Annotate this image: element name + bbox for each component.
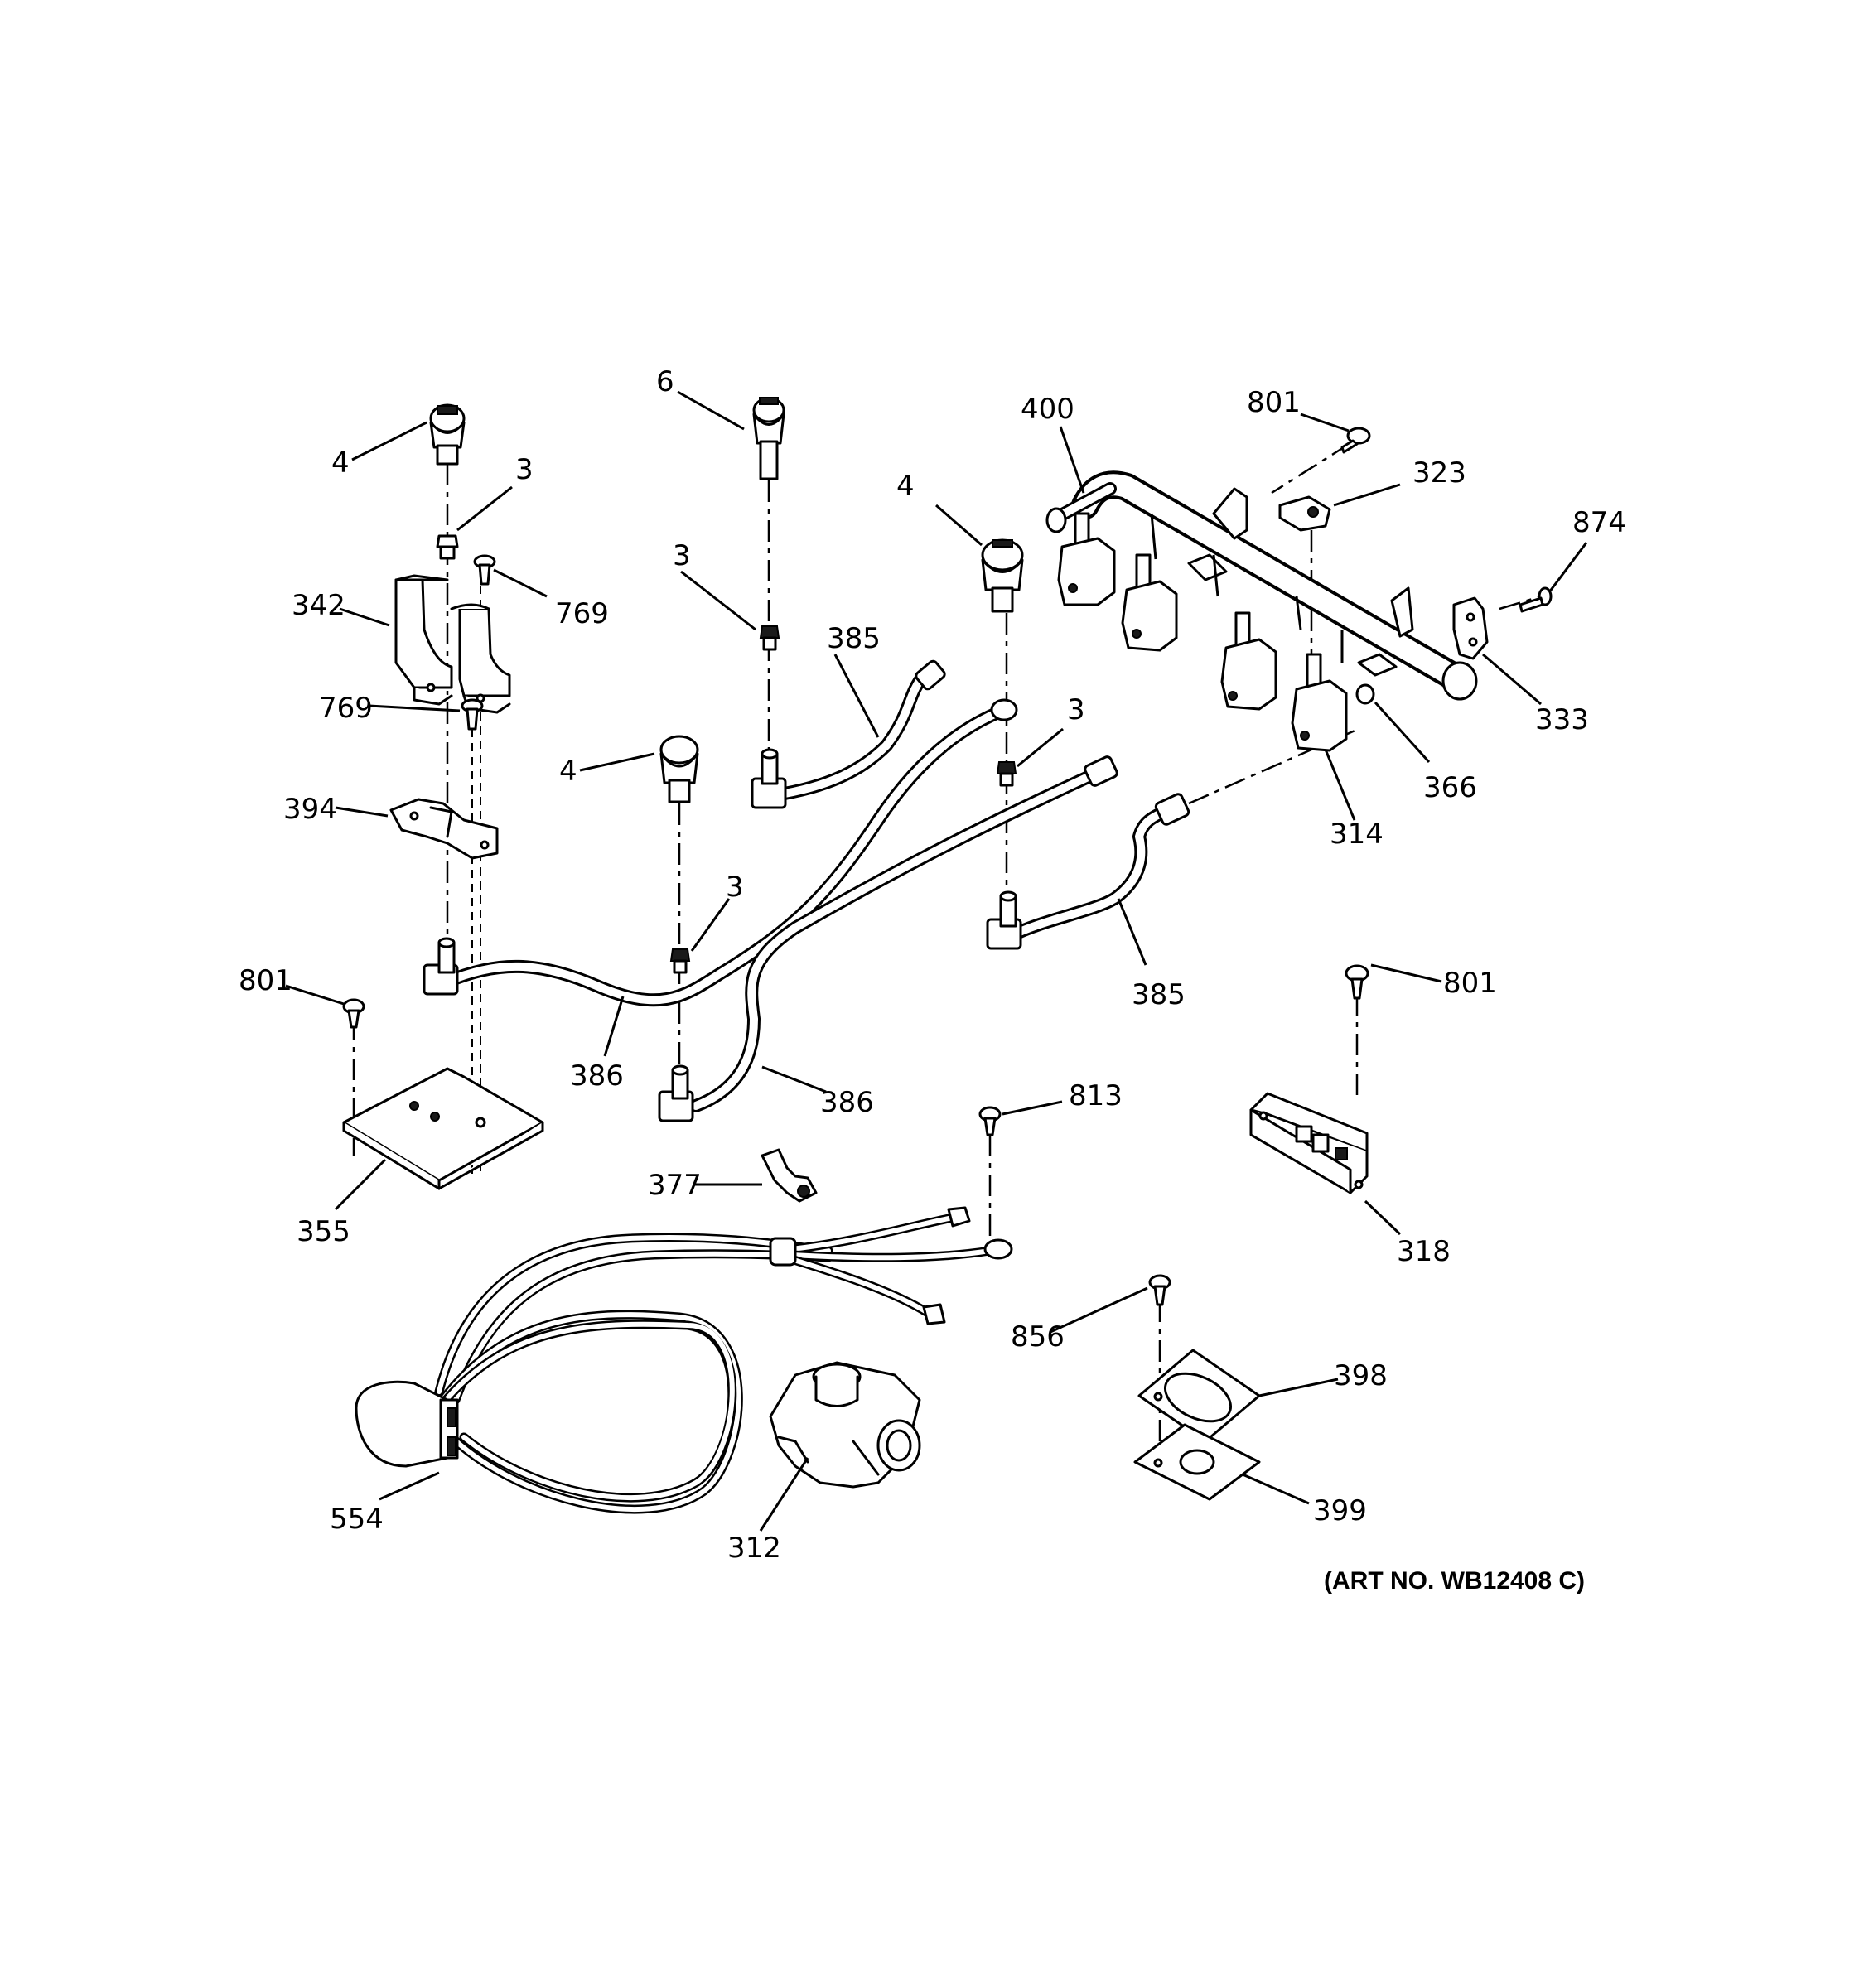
bracket-394 xyxy=(389,798,499,860)
callout-400: 400 xyxy=(1021,393,1074,426)
callout-399: 399 xyxy=(1313,1494,1367,1527)
clip-333 xyxy=(1452,596,1489,660)
callout-312: 312 xyxy=(727,1532,781,1565)
screw-801-top xyxy=(1340,427,1371,454)
nut-366 xyxy=(1355,683,1375,705)
screw-769-bottom xyxy=(461,698,484,731)
callout-801-right: 801 xyxy=(1443,967,1497,1000)
callout-355: 355 xyxy=(297,1215,350,1248)
orifice-4-left xyxy=(429,403,466,466)
screw-801-right xyxy=(1345,964,1369,1000)
callout-554: 554 xyxy=(330,1503,384,1536)
callout-385-upper: 385 xyxy=(827,622,881,655)
callout-3-center: 3 xyxy=(726,871,744,904)
orifice-4-center xyxy=(659,735,699,803)
callout-323: 323 xyxy=(1412,456,1466,490)
callout-4-left: 4 xyxy=(331,446,350,480)
callout-6: 6 xyxy=(656,365,674,398)
callout-398: 398 xyxy=(1334,1359,1388,1392)
valve-2 xyxy=(1121,553,1178,652)
orifice-holder-left xyxy=(423,937,459,996)
callout-333: 333 xyxy=(1535,703,1589,736)
screw-769-top xyxy=(473,554,496,586)
art-number: (ART NO. WB12408 C) xyxy=(1324,1567,1585,1595)
callout-342: 342 xyxy=(292,589,345,622)
bracket-342 xyxy=(394,574,511,714)
callout-377: 377 xyxy=(648,1169,702,1202)
orifice-nut-3-right xyxy=(996,761,1017,787)
callout-801-left: 801 xyxy=(239,964,292,997)
callout-4-right: 4 xyxy=(896,470,915,503)
orifice-holder-center-bottom xyxy=(658,1064,694,1122)
callout-386-right: 386 xyxy=(820,1086,874,1119)
callout-4-center: 4 xyxy=(559,755,577,788)
orifice-6 xyxy=(752,397,785,480)
screw-813 xyxy=(978,1106,1002,1136)
orifice-nut-3-center xyxy=(669,948,691,974)
clip-323 xyxy=(1278,495,1331,532)
callout-366: 366 xyxy=(1423,771,1477,804)
gas-tube-385-lower xyxy=(1004,793,1190,943)
assembly-lines xyxy=(352,442,1542,1474)
callout-856: 856 xyxy=(1011,1320,1065,1353)
valve-314 xyxy=(1291,653,1348,752)
orifice-holder-center-top xyxy=(751,748,787,809)
callout-801-top: 801 xyxy=(1247,386,1301,419)
callout-813: 813 xyxy=(1069,1079,1123,1112)
valve-1 xyxy=(1057,512,1116,606)
screw-801-left xyxy=(342,998,365,1029)
harness-554 xyxy=(355,1206,1013,1514)
plate-355 xyxy=(342,1067,544,1190)
callout-labels: 4 3 769 342 769 394 801 355 6 3 385 4 3 … xyxy=(239,365,1626,1595)
orifice-nut-3-left xyxy=(436,534,459,560)
regulator-312 xyxy=(769,1361,921,1489)
callout-314: 314 xyxy=(1330,818,1384,851)
gasket-399 xyxy=(1133,1423,1261,1501)
screw-874 xyxy=(1519,586,1553,613)
gas-tube-386-long xyxy=(441,698,1018,1007)
callout-769-bottom: 769 xyxy=(319,692,373,725)
orifice-4-right xyxy=(981,538,1024,613)
gas-tube-386-short xyxy=(689,755,1118,1112)
callout-874: 874 xyxy=(1572,506,1626,539)
clip-377 xyxy=(761,1148,818,1203)
orifice-holder-right xyxy=(986,890,1022,950)
gas-tube-385-upper xyxy=(768,659,946,802)
gasket-398 xyxy=(1137,1349,1261,1443)
callout-318: 318 xyxy=(1397,1235,1451,1268)
callout-386-left: 386 xyxy=(570,1059,624,1093)
orifice-nut-3-center-top xyxy=(759,625,780,651)
valve-3 xyxy=(1220,611,1277,711)
callout-769-top: 769 xyxy=(555,597,609,630)
callout-385-lower: 385 xyxy=(1132,978,1186,1011)
manifold-400 xyxy=(1045,470,1478,701)
callout-3-left: 3 xyxy=(515,453,534,486)
callout-394: 394 xyxy=(283,793,337,826)
spark-module-318 xyxy=(1249,1092,1369,1194)
leader-lines xyxy=(285,390,1588,1532)
callout-3-center-top: 3 xyxy=(673,539,691,572)
callout-3-right: 3 xyxy=(1067,693,1085,726)
screw-856 xyxy=(1148,1274,1171,1306)
